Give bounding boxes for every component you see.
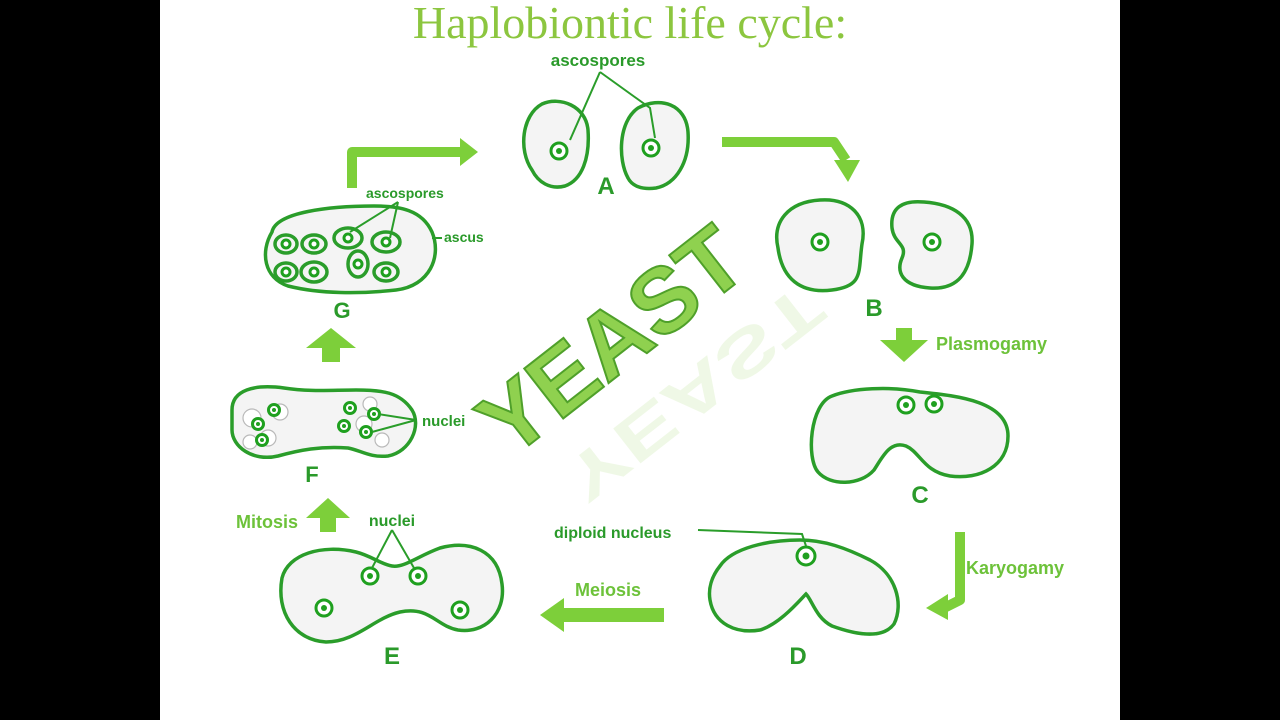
slide: Haplobiontic life cycle: YEAST YEAST asc… [160,0,1120,720]
stage-e-meiosis-cell: nuclei E [279,513,505,670]
stage-f-multinucleate-cell: nuclei F [230,385,465,487]
nuclei-label-f: nuclei [422,413,465,430]
stage-a-ascospores: ascospores A [521,51,690,200]
stage-b-label: B [865,295,882,322]
stage-d-label: D [789,643,806,670]
diploid-nucleus-label: diploid nucleus [554,525,671,542]
arrow-a-to-b [722,137,860,182]
arrow-f-to-g [306,328,356,362]
ascospores-label-g: ascospores [366,185,444,201]
stage-b-cells: B [775,198,974,322]
plasmogamy-label: Plasmogamy [936,334,1047,354]
karyogamy-label: Karyogamy [966,558,1064,578]
meiosis-label: Meiosis [575,580,641,600]
life-cycle-diagram: Haplobiontic life cycle: YEAST YEAST asc… [230,0,1064,670]
arrow-g-to-a [347,138,478,188]
stage-f-label: F [305,462,318,487]
arrow-d-to-e: Meiosis [540,580,664,632]
arrow-b-to-c: Plasmogamy [880,328,1047,362]
ascus-label: ascus [444,229,484,245]
stage-d-diploid-cell: diploid nucleus D [554,525,900,670]
stage-g-label: G [333,298,350,323]
ascospores-label-top: ascospores [551,51,646,70]
stage-c-label: C [911,482,928,509]
arrow-e-to-f: Mitosis [236,498,350,532]
stage-e-label: E [384,643,400,670]
stage-a-label: A [597,173,614,200]
mitosis-label: Mitosis [236,512,298,532]
nuclei-label-e: nuclei [369,513,415,530]
arrow-c-to-d: Karyogamy [926,532,1064,620]
stage-c-plasmogamy-cell: C [809,386,1010,509]
stage-g-ascus: ascospores ascus G [263,185,484,323]
page-title: Haplobiontic life cycle: [413,0,847,48]
